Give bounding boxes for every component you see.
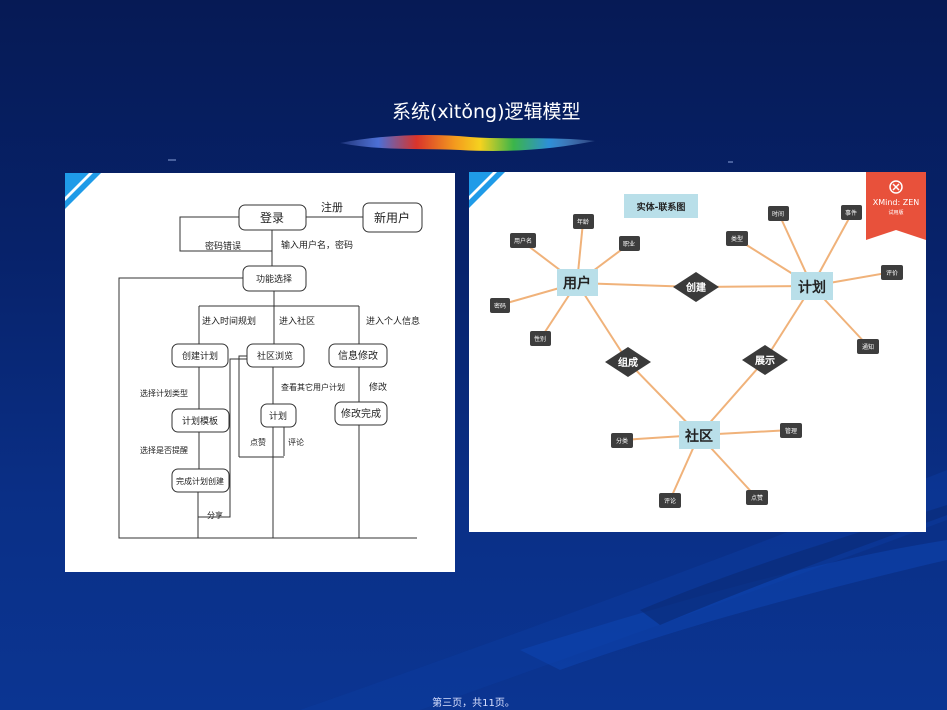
xmind-logo-icon [889,180,903,194]
attr-time-label: 时间 [772,210,784,218]
label-complete-create: 完成计划创建 [176,476,224,486]
attr-share-label: 分类 [616,437,628,445]
entity-plan [791,272,833,300]
edge-label-select-plan-type: 选择计划类型 [140,388,188,398]
background-swoosh [640,505,947,625]
edge-label-share: 分享 [207,510,223,520]
relation-display-label: 展示 [755,355,775,367]
rainbow-brush-decoration [340,135,595,151]
node-info-edit [328,343,388,368]
er-diagram-panel: 实体-联系图 用户 计划 社区 创建 组成 展示 [469,172,926,532]
attr-manage [780,423,802,438]
label-new-user: 新用户 [374,210,410,225]
slide-title: 系统(xìtǒng)逻辑模型 [392,101,581,123]
label-function-select: 功能选择 [256,273,292,285]
attr-job [619,236,640,251]
attr-username [510,233,536,248]
entity-user-label: 用户 [563,275,591,292]
flowchart-panel: 登录 新用户 功能选择 创建计划 社区浏览 信息修改 计划模板 计划 修改完成 … [65,173,455,572]
xmind-brand: XMind: ZEN [873,198,920,207]
node-complete-create [171,468,230,493]
label-create-plan: 创建计划 [182,350,218,362]
attr-manage-label: 管理 [785,427,797,435]
er-heading-box [624,194,698,218]
edge-label-view-others: 查看其它用户计划 [281,382,345,392]
edge-label-select-reminder: 选择是否提醒 [140,445,188,455]
edge-label-enter-community: 进入社区 [279,315,315,327]
attr-share [611,433,633,448]
edge-label-modify: 修改 [369,381,387,393]
xmind-logo-icon [892,183,900,191]
attr-notify [857,339,879,354]
label-plan-template: 计划模板 [182,415,218,427]
label-login: 登录 [260,210,284,225]
er-edge [576,282,629,363]
er-diagram: 实体-联系图 用户 计划 社区 创建 组成 展示 [469,172,926,508]
attr-password-label: 密码 [494,302,506,310]
edge-label-comment: 评论 [288,437,304,447]
label-edit-done: 修改完成 [341,407,381,420]
attr-age [573,214,594,229]
attr-gender-label: 性别 [534,335,546,343]
background-swoosh [520,540,947,670]
edge-label-register: 注册 [321,200,343,214]
xmind-brand-sub: 试用版 [888,209,903,216]
entity-plan-label: 计划 [798,279,826,296]
attr-time [768,206,789,221]
relation-create [673,272,719,302]
attr-comment-label: 评论 [664,497,676,505]
relation-compose [605,347,651,377]
attr-type-label: 类型 [731,235,743,243]
xmind-badge [866,172,926,240]
attr-event [841,205,862,220]
attr-type [726,231,748,246]
node-edit-done [334,401,388,426]
attr-password [490,298,510,313]
edge [197,358,247,518]
entity-user [557,269,598,296]
attr-username-label: 用户名 [514,237,532,245]
relation-compose-label: 组成 [618,356,638,369]
edge-label-wrong-password: 密码错误 [205,240,241,252]
attr-like [746,490,768,505]
node-plan-template [171,408,230,433]
attr-job-label: 职业 [623,240,635,248]
entity-community [679,421,720,449]
node-create-plan [171,343,229,368]
attr-like-label: 点赞 [751,494,763,502]
edge-label-enter-time-plan: 进入时间规划 [202,315,256,327]
corner-marker [469,172,493,196]
entity-community-label: 社区 [684,428,713,445]
label-community: 社区浏览 [257,350,293,362]
edge [118,277,417,539]
slide-footer: 第三页，共11页。 [432,698,515,709]
edge-label-enter-credentials: 输入用户名，密码 [281,239,353,251]
relation-create-label: 创建 [685,281,707,294]
label-plan: 计划 [269,410,287,422]
attr-comment [659,493,681,508]
corner-marker [65,173,89,197]
attr-event-label: 事件 [845,209,857,217]
edge [179,216,272,252]
attr-evaluate-label: 评价 [886,269,898,277]
attr-notify-label: 通知 [862,343,874,351]
label-info-edit: 信息修改 [338,349,378,362]
attr-age-label: 年龄 [577,218,589,226]
edge-label-like: 点赞 [250,437,266,447]
edge [238,355,247,457]
attr-gender [530,331,551,346]
relation-display [742,345,788,375]
er-heading: 实体-联系图 [637,201,686,213]
edge-label-enter-personal-info: 进入个人信息 [366,315,420,327]
attr-evaluate [881,265,903,280]
flowchart: 登录 新用户 功能选择 创建计划 社区浏览 信息修改 计划模板 计划 修改完成 … [65,173,423,539]
node-plan [260,403,297,428]
